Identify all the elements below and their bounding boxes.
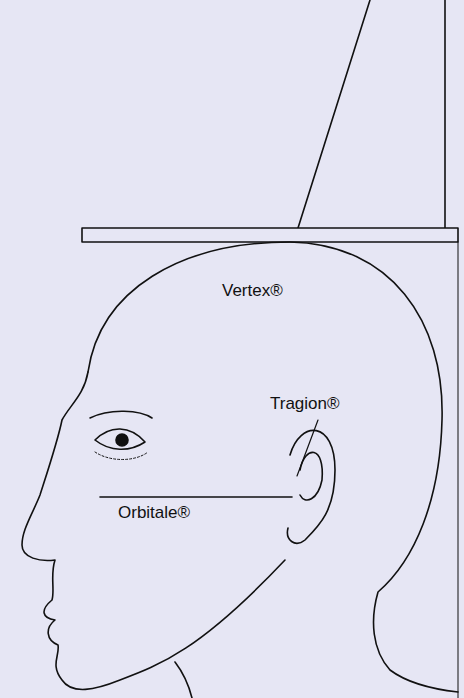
orbit-margin	[95, 452, 148, 460]
headboard-post	[444, 0, 446, 228]
face-profile	[22, 372, 285, 689]
headboard-arm	[298, 0, 370, 228]
frankfort-line	[100, 496, 292, 498]
landmark-label: Vertex®	[222, 282, 283, 301]
eyebrow	[90, 411, 152, 418]
head-outline	[88, 242, 458, 692]
neck-front	[175, 662, 192, 698]
landmark-label: Tragion®	[270, 395, 340, 414]
ear	[287, 430, 335, 543]
landmark-label: Orbitale®	[118, 504, 190, 523]
eye	[95, 429, 145, 449]
wall-line	[458, 242, 459, 698]
iris	[116, 434, 128, 446]
headboard-plate	[82, 228, 458, 242]
tragion-leader	[297, 420, 318, 476]
